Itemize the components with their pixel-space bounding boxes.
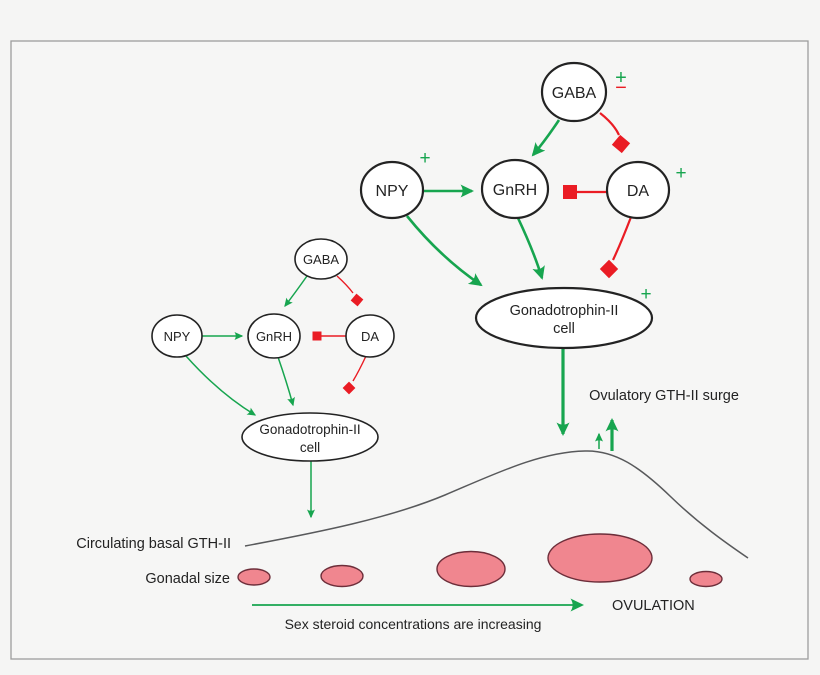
left-cell-label-line2: cell: [300, 440, 320, 455]
right-cell-label-line1: Gonadotrophin-II: [510, 303, 619, 319]
bottom-chart-region: Ovulatory GTH-II surge Circulating basal…: [76, 388, 739, 632]
left-gaba-da-inhibit-line: [336, 275, 354, 294]
left-da-node: [345, 314, 395, 358]
gonad-ellipse-5: [689, 570, 723, 588]
right-gaba-label: GABA: [552, 85, 597, 102]
right-npy-label: NPY: [376, 183, 409, 200]
da-plus-sign: +: [675, 163, 686, 184]
left-npy-cell-arrow: [185, 355, 257, 416]
left-da-cell-inhibition-square-icon: [342, 381, 356, 395]
left-gaba-da-inhibition-square-icon: [350, 293, 364, 307]
right-gaba-da-inhibition-square-icon: [611, 134, 631, 154]
left-gnrh-cell-arrow: [277, 356, 295, 407]
npy-plus-sign: +: [419, 148, 430, 169]
right-gaba-node: [540, 61, 608, 123]
left-npy-node: [151, 314, 203, 358]
right-da-cell-inhibit-line: [612, 216, 633, 261]
ovulation-label: OVULATION: [612, 598, 695, 614]
left-gnrh-node: [247, 313, 301, 359]
left-pathway-cluster: GABA NPY GnRH DA Gonadotrophin-II cell: [151, 238, 395, 519]
right-da-cell-inhibition-square-icon: [599, 259, 619, 279]
left-gnrh-label: GnRH: [256, 329, 292, 344]
diagram-border: [10, 40, 809, 660]
right-gnrh-cell-arrow: [516, 217, 545, 280]
left-gaba-label: GABA: [303, 252, 339, 267]
left-da-cell-inhibit-line: [352, 355, 367, 382]
right-da-label: DA: [627, 183, 650, 200]
right-da-node: [605, 160, 671, 220]
sex-steroid-label: Sex steroid concentrations are increasin…: [285, 616, 542, 632]
gonad-ellipse-1: [237, 568, 271, 586]
left-gaba-gnrh-arrow: [284, 275, 308, 308]
right-gaba-da-inhibit-line: [599, 112, 621, 136]
left-gaba-node: [294, 238, 348, 280]
gonad-ellipse-3: [436, 550, 506, 588]
basal-gth-curve: [244, 450, 749, 559]
gaba-plus-sign: +: [615, 67, 627, 89]
cell-plus-sign: +: [640, 284, 651, 305]
gaba-minus-sign: −: [615, 77, 627, 99]
right-npy-node: [359, 160, 425, 220]
left-cell-label-line1: Gonadotrophin-II: [259, 422, 360, 437]
left-npy-label: NPY: [164, 329, 191, 344]
right-gaba-gnrh-arrow: [531, 119, 561, 157]
gonadal-size-label: Gonadal size: [145, 571, 230, 587]
left-da-gnrh-inhibition-square-icon: [312, 331, 322, 341]
left-gonadotrophin-cell-node: [241, 412, 379, 462]
right-da-gnrh-inhibition-square-icon: [563, 185, 577, 199]
right-gnrh-label: GnRH: [493, 182, 537, 199]
circulating-basal-label: Circulating basal GTH-II: [76, 536, 231, 552]
left-da-label: DA: [361, 329, 379, 344]
ovulatory-surge-label: Ovulatory GTH-II surge: [589, 388, 739, 404]
right-gonadotrophin-cell-node: [474, 286, 654, 350]
gonad-ellipse-2: [320, 564, 364, 588]
right-npy-cell-arrow: [405, 215, 483, 287]
right-pathway-cluster: GABA NPY GnRH DA Gonadotrophin-II cell +…: [359, 61, 687, 436]
right-gnrh-node: [480, 158, 550, 220]
gonad-ellipse-4: [547, 533, 653, 583]
right-cell-label-line2: cell: [553, 321, 575, 337]
